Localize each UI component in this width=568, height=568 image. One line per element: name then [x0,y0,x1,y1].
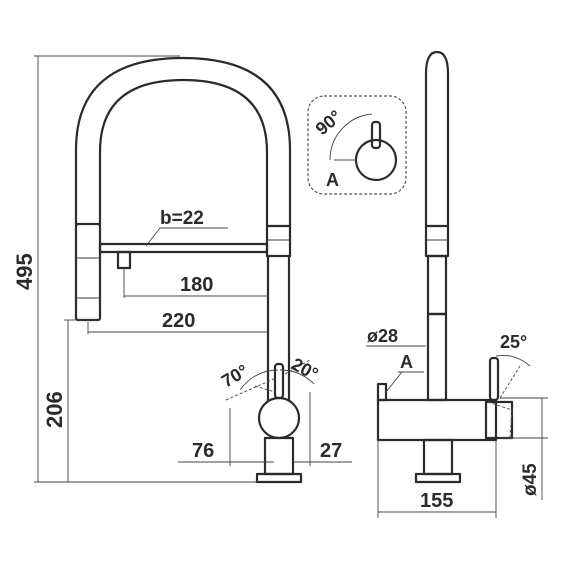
side-cartridge-end [484,400,514,440]
front-base [255,472,303,484]
side-body [376,398,498,442]
dim-angle-25: 25° [500,332,527,352]
dim-pipe-width: b=22 [160,208,204,229]
lever-rotation-detail: 90° A [307,95,407,195]
faucet-body [257,396,301,440]
column-collar [265,224,292,258]
dim-reach-220: 220 [162,310,195,332]
detail-lever [370,120,382,150]
holder-bar [98,242,269,254]
dim-angle-70: 70° [218,361,252,392]
side-right-lever [488,356,500,402]
side-column-lower [426,312,448,402]
dim-reach-180: 180 [180,274,213,296]
dim-width-76: 76 [192,440,214,462]
front-base-neck [263,436,295,476]
front-lever [273,362,285,400]
detail-body-circle [354,138,398,182]
spout-arch-inner [98,78,269,228]
side-dimensions: ø28 A 25° ø45 155 [366,326,548,518]
side-column [426,254,448,316]
dim-base-diameter: ø45 [520,463,541,496]
dim-point-a: A [400,352,413,372]
dim-body-diameter: ø28 [367,326,398,346]
detail-frame [307,95,407,195]
dim-angle-20: 20° [288,354,321,384]
detail-point-a: A [326,170,339,190]
lever-swing-dashed [225,377,277,401]
dim-spout-height: 206 [42,391,67,428]
side-spout [424,50,450,228]
dim-width-27: 27 [320,440,342,462]
front-view [74,56,311,484]
dim-base-width: 155 [420,490,453,512]
side-base-neck [422,438,454,476]
side-view [376,50,521,484]
side-base [414,472,462,484]
side-left-lever [376,382,388,402]
spout-arch [74,56,292,228]
side-collar [424,224,450,258]
dim-total-height: 495 [12,253,37,290]
detail-angle: 90° [312,106,346,139]
holder-clip [116,250,132,270]
spray-head [74,222,102,322]
front-dimensions: 495 206 b=22 180 220 70° 20° 76 27 [12,55,352,483]
